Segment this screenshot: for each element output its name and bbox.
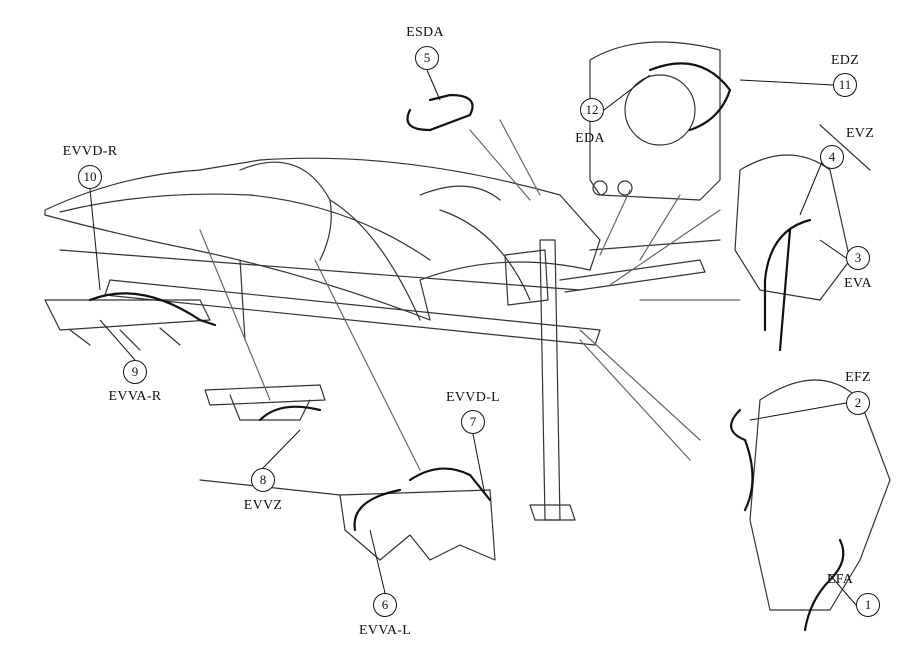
harness-evvd-l: [408, 467, 492, 502]
callout-label-esda: ESDA: [406, 25, 444, 40]
hinge-plate: [589, 41, 721, 201]
center-plate: [204, 384, 326, 406]
callout-label-evvz: EVVZ: [243, 498, 283, 513]
roof-frame: [44, 157, 601, 321]
callout-label-evvd-l: EVVD-L: [446, 390, 500, 405]
callout-number-8: 8: [251, 468, 275, 492]
callout-number-2: 2: [846, 391, 870, 415]
harness-esda: [406, 93, 474, 132]
lower-right-mechanism: [749, 379, 891, 611]
callout-number-9: 9: [123, 360, 147, 384]
right-hinge: [734, 154, 851, 301]
harness-evvd-r: [88, 292, 217, 327]
callout-label-efa: EFA: [826, 572, 854, 587]
callout-number-5: 5: [415, 46, 439, 70]
harness-evva-l: [353, 488, 402, 532]
callout-number-4: 4: [820, 145, 844, 169]
callout-label-efz: EFZ: [845, 370, 871, 385]
callout-number-10: 10: [78, 165, 102, 189]
harness-efa: [803, 538, 845, 632]
callout-label-evva-r: EVVA-R: [108, 389, 162, 404]
side-rail: [104, 279, 601, 346]
callout-label-eva: EVA: [844, 276, 872, 291]
callout-number-1: 1: [856, 593, 880, 617]
callout-number-6: 6: [373, 593, 397, 617]
callout-label-eda: EDA: [575, 131, 605, 146]
callout-number-11: 11: [833, 73, 857, 97]
callout-label-evva-l: EVVA-L: [358, 623, 412, 638]
callout-number-3: 3: [846, 246, 870, 270]
callout-number-12: 12: [580, 98, 604, 122]
harness-efz: [730, 408, 754, 512]
harness-eda: [648, 62, 732, 132]
harness-evz-eva: [763, 218, 812, 352]
bottom-mechanism: [339, 489, 496, 561]
callout-label-evvd-r: EVVD-R: [62, 144, 118, 159]
vertical-post: [539, 239, 561, 521]
callout-label-edz: EDZ: [830, 53, 860, 68]
left-linkage: [44, 299, 211, 331]
callout-label-evz: EVZ: [845, 126, 875, 141]
callout-number-7: 7: [461, 410, 485, 434]
harness-evvz: [258, 405, 322, 422]
